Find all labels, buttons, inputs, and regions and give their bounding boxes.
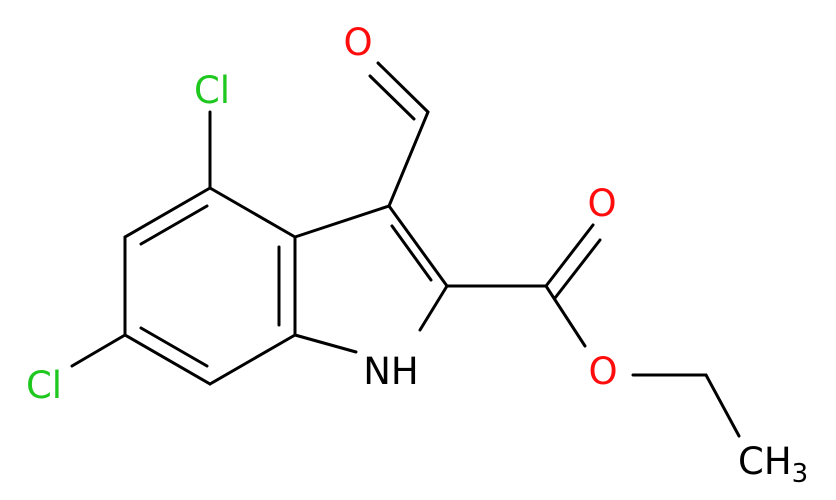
atom-nh: NH (363, 350, 419, 393)
bond-c3-c2-inner (390, 224, 433, 282)
atom-ch3-main: CH (738, 440, 792, 483)
bond-c3a-c3 (293, 204, 391, 239)
bond-c6-c7 (123, 333, 212, 386)
bond-c6-c7-inner (139, 326, 209, 368)
atom-ch3-subscript: 3 (792, 459, 809, 489)
bonds (70, 61, 741, 438)
bond-c3-c2 (387, 204, 449, 288)
bond-ester-c-o-carbonyl-inner (553, 238, 602, 300)
atom-cl-4: Cl (194, 69, 230, 112)
bond-ch2-ch3 (704, 373, 741, 438)
bond-n1-c7a (293, 333, 358, 354)
bond-c7-c7a (208, 333, 297, 386)
bond-c3-cho (387, 110, 430, 208)
bond-ester-c-o-carbonyl (544, 223, 595, 288)
bond-c4-c5 (123, 186, 212, 239)
atom-o-carbonyl: O (587, 182, 616, 225)
bond-c2-n1 (418, 284, 449, 332)
atom-ch3: CH3 (738, 440, 808, 489)
atom-cl-6: Cl (26, 364, 62, 407)
bond-cho-o-inner (368, 74, 416, 121)
bond-ester-c-o-single (544, 284, 587, 348)
bond-c4-c5-inner (139, 204, 209, 246)
bond-c3a-c4 (208, 186, 297, 239)
atom-labels: O Cl O NH O Cl CH3 (26, 21, 808, 489)
atom-o-aldehyde: O (343, 21, 372, 64)
bond-cho-o (376, 61, 430, 114)
bond-c6-cl (70, 333, 127, 368)
atom-o-ester: O (588, 350, 617, 393)
